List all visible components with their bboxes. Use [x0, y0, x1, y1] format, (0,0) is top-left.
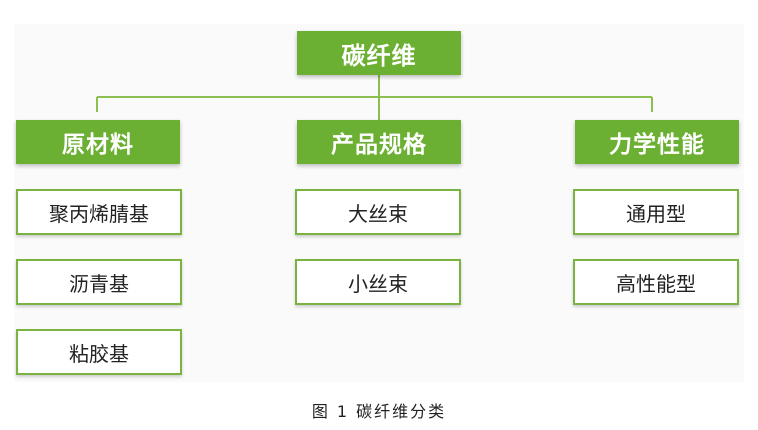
leaf-viscose-based: 粘胶基 — [16, 329, 182, 375]
leaf-high-performance: 高性能型 — [573, 259, 739, 305]
leaf-pitch-based: 沥青基 — [16, 259, 182, 305]
figure-caption: 图 1 碳纤维分类 — [311, 402, 447, 421]
root-node-carbon-fiber: 碳纤维 — [297, 31, 461, 75]
leaf-large-tow: 大丝束 — [295, 189, 461, 235]
category-product-spec: 产品规格 — [297, 120, 461, 164]
leaf-small-tow: 小丝束 — [295, 259, 461, 305]
leaf-general-purpose: 通用型 — [573, 189, 739, 235]
category-raw-material: 原材料 — [16, 120, 180, 164]
leaf-pan-based: 聚丙烯腈基 — [16, 189, 182, 235]
category-mechanical-property: 力学性能 — [575, 120, 739, 164]
